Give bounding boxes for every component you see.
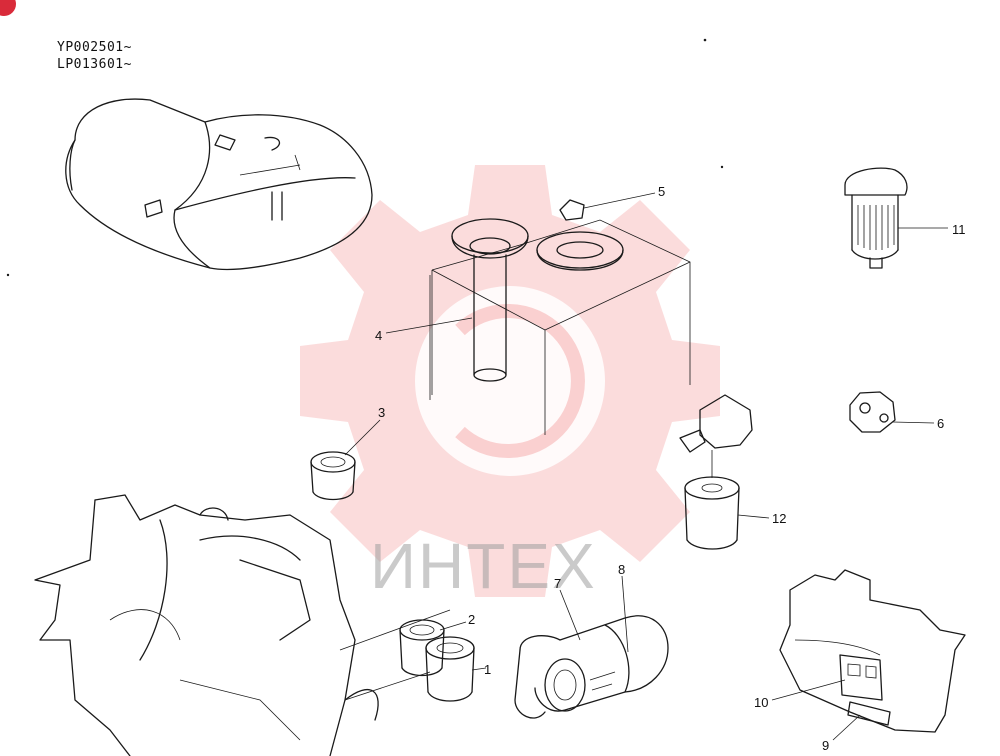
scan-dot xyxy=(720,165,724,169)
part-12-filter xyxy=(679,394,753,550)
serial-range-2: LP013601~ xyxy=(57,57,132,72)
callout-7: 7 xyxy=(554,576,561,591)
part-6-valve xyxy=(849,391,896,433)
watermark-gear-hole xyxy=(415,286,605,476)
callout-6: 6 xyxy=(937,416,944,431)
callout-5: 5 xyxy=(658,184,665,199)
fuel-tank-illustration xyxy=(65,98,373,271)
leader-lines xyxy=(344,192,948,741)
parts-7-8-air-cleaner xyxy=(514,615,669,719)
callout-12: 12 xyxy=(772,511,786,526)
callout-9: 9 xyxy=(822,738,829,753)
callout-2: 2 xyxy=(468,612,475,627)
part-3-filter xyxy=(310,451,356,501)
part-11-filter xyxy=(844,167,908,269)
scan-dot xyxy=(6,273,10,277)
callout-8: 8 xyxy=(618,562,625,577)
watermark-text: ИНТЕХ xyxy=(370,530,597,602)
tank-strainer-illustration xyxy=(429,199,691,435)
callout-10: 10 xyxy=(754,695,768,710)
callout-3: 3 xyxy=(378,405,385,420)
callout-1: 1 xyxy=(484,662,491,677)
callout-4: 4 xyxy=(375,328,382,343)
serial-range-1: YP002501~ xyxy=(57,40,132,55)
corner-badge xyxy=(0,0,16,16)
parts-9-10-module xyxy=(779,569,966,733)
callout-11: 11 xyxy=(952,222,966,237)
scan-dot xyxy=(703,38,707,42)
parts-1-2-filters xyxy=(339,609,475,702)
engine-illustration xyxy=(34,494,379,756)
